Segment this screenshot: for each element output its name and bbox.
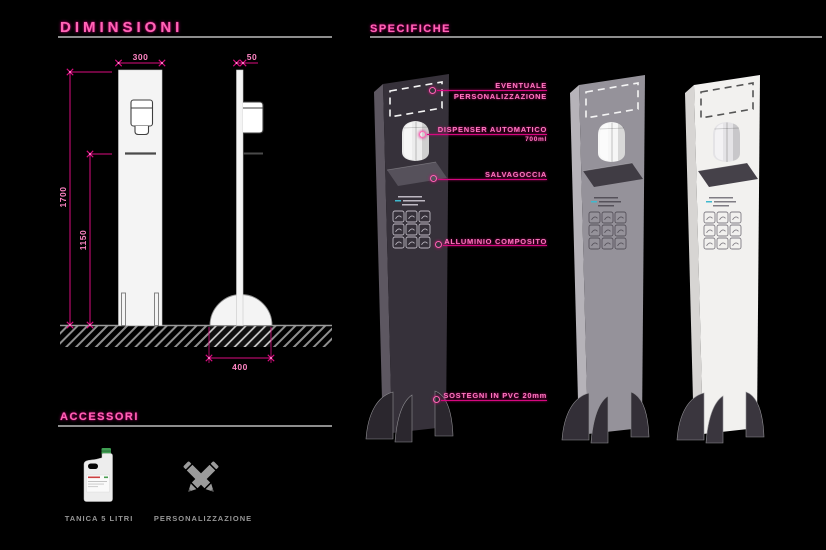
totem-white xyxy=(676,75,765,444)
annotation-personalizzazione-line1: EVENTUALE xyxy=(495,81,547,90)
dim-width: 300 xyxy=(133,52,149,62)
totem-side-face xyxy=(685,85,703,439)
dispenser-icon xyxy=(402,121,429,161)
annotation-personalizzazione-line2: PERSONALIZZAZIONE xyxy=(453,92,547,101)
accessories-icons xyxy=(83,448,219,502)
accessory-label-pencils: PERSONALIZZAZIONE xyxy=(153,514,253,523)
totem-side-face xyxy=(570,85,588,439)
totem-gray xyxy=(561,75,650,444)
pictogram-grid xyxy=(703,211,742,250)
personalization-area xyxy=(585,82,639,119)
annotation-salvagoccia: SALVAGOCCIA xyxy=(484,170,547,179)
totem-side-face xyxy=(374,84,392,438)
drip-tray xyxy=(698,163,758,187)
instructions-header xyxy=(398,196,425,206)
annotation-dot xyxy=(435,241,442,248)
dimension-drawing: 300 50 1700 1150 400 xyxy=(58,52,332,372)
dimensions-rule xyxy=(58,36,332,38)
tank-icon xyxy=(83,448,113,502)
annotation-dot xyxy=(429,87,436,94)
annotation-dot xyxy=(419,131,426,138)
annotation-dot xyxy=(433,396,440,403)
dim-depth: 50 xyxy=(247,52,257,62)
annotation-dispenser-line1: DISPENSER AUTOMATICO xyxy=(437,125,547,134)
pvc-feet xyxy=(561,391,650,444)
pvc-feet xyxy=(365,390,454,443)
annotation-line xyxy=(437,90,547,92)
panel-accent xyxy=(591,201,597,203)
personalization-area xyxy=(700,82,754,119)
panel-accent xyxy=(706,201,712,203)
dispenser-front-icon xyxy=(130,99,154,136)
personalization-area xyxy=(389,81,443,118)
dim-tray-height: 1150 xyxy=(78,230,88,250)
pencils-icon xyxy=(183,461,219,492)
ground-hatch xyxy=(60,324,332,347)
annotation-dot xyxy=(430,175,437,182)
specs-title: SPECIFICHE xyxy=(370,23,452,35)
annotation-line xyxy=(441,400,547,402)
drip-tray xyxy=(583,163,643,187)
front-view xyxy=(118,69,163,326)
pictogram-grid xyxy=(392,210,431,249)
panel-accent xyxy=(395,200,401,202)
pvc-feet xyxy=(676,391,765,444)
accessory-label-tank: TANICA 5 LITRI xyxy=(64,514,134,523)
specs-rule xyxy=(370,36,822,38)
dim-height: 1700 xyxy=(58,187,68,208)
annotation-dispenser-line2: 700ml xyxy=(525,136,547,143)
dispenser-icon xyxy=(598,122,625,162)
accessories-rule xyxy=(58,425,332,427)
annotation-alluminio: ALLUMINIO COMPOSITO xyxy=(444,237,547,246)
instructions-header xyxy=(594,197,621,207)
annotation-line xyxy=(427,134,547,136)
dim-base-width: 400 xyxy=(232,362,248,372)
dimension-lines xyxy=(66,59,275,363)
annotation-sostegni: SOSTEGNI IN PVC 20mm xyxy=(443,391,547,400)
instructions-header xyxy=(709,197,736,207)
pictogram-grid xyxy=(588,211,627,250)
dispenser-side-icon xyxy=(243,101,264,134)
annotation-line xyxy=(443,245,547,247)
side-view xyxy=(209,69,273,326)
dispenser-icon xyxy=(713,122,740,162)
accessories-title: ACCESSORI xyxy=(60,411,139,423)
annotation-line xyxy=(438,179,547,181)
dimensions-title: DIMINSIONI xyxy=(60,19,184,36)
